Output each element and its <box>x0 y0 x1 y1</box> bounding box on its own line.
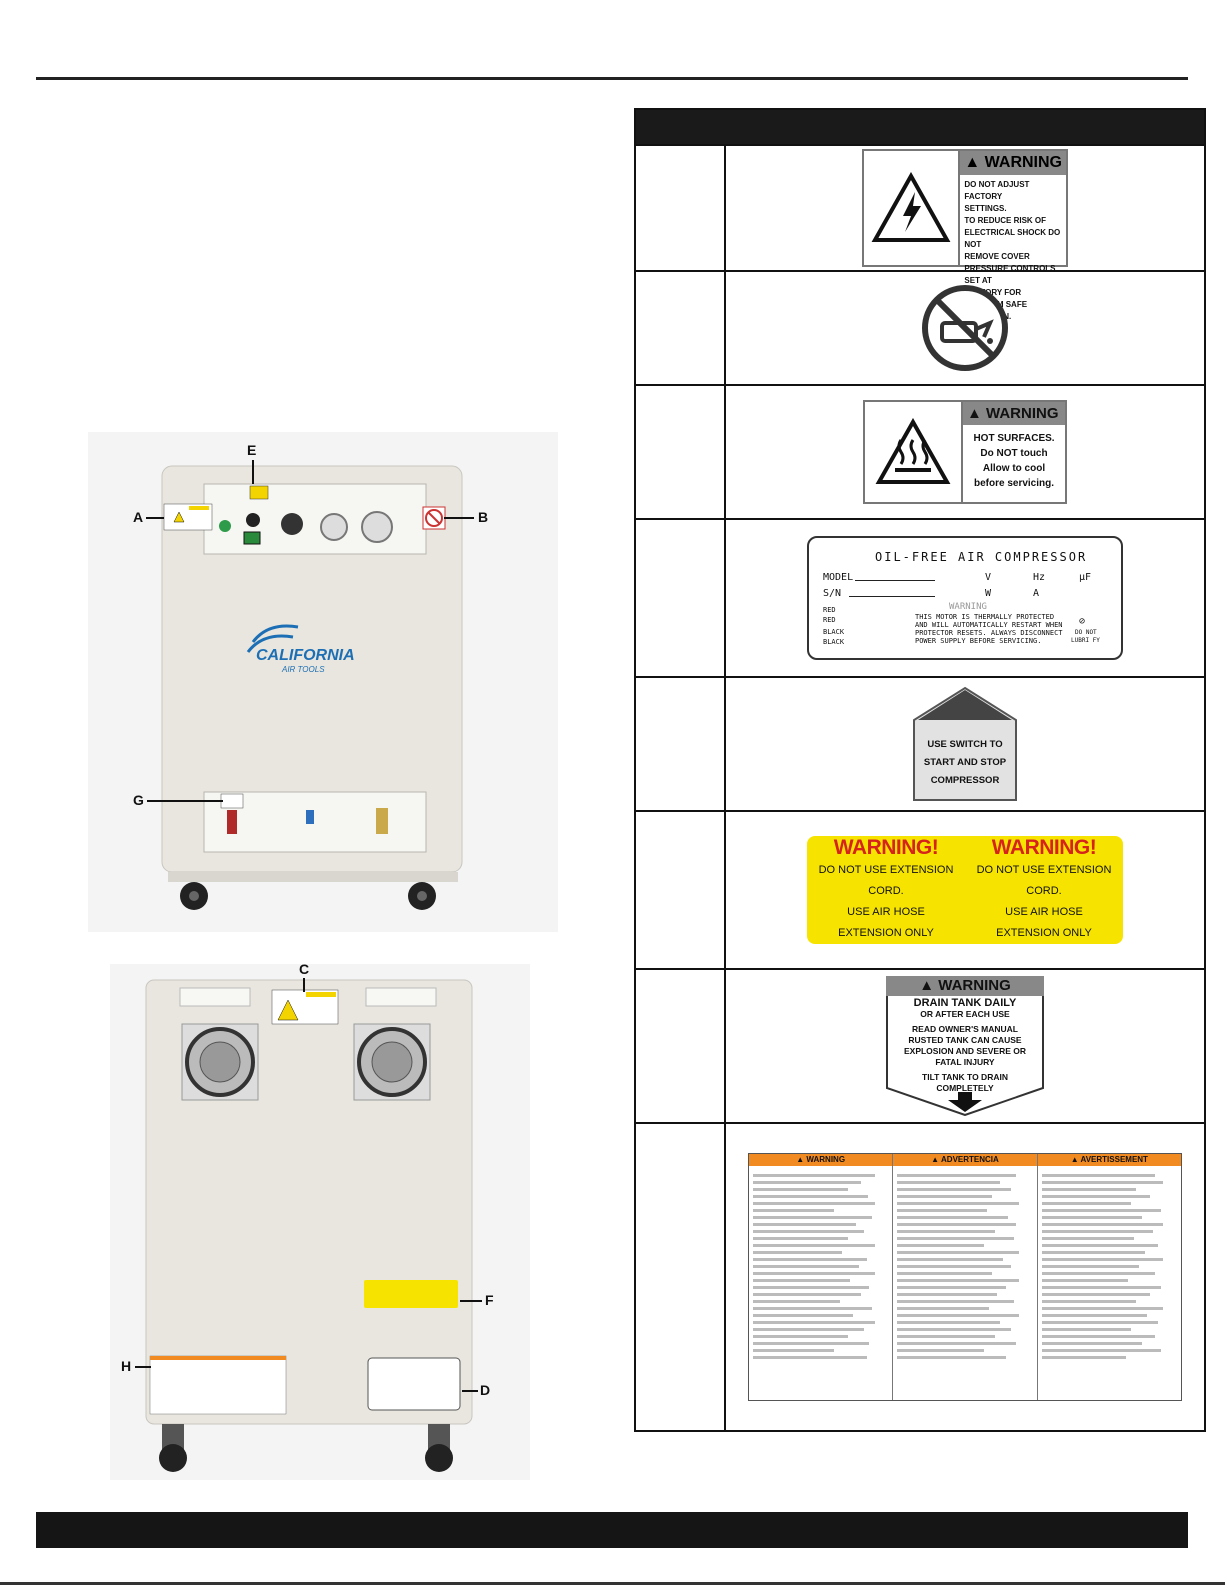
callout-e: E <box>247 442 257 458</box>
multilingual-warning-decal: ▲ WARNING ▲ ADVERTENCIA <box>748 1153 1182 1401</box>
plate-title: OIL-FREE AIR COMPRESSOR <box>875 550 1088 564</box>
decal-header: WARNING <box>984 154 1062 171</box>
leader-a <box>146 517 164 519</box>
decal-row: ▲ WARNING ▲ ADVERTENCIA <box>636 1122 1204 1430</box>
decal-row: ▲ WARNING HOT SURFACES. Do NOT touch All… <box>636 384 1204 518</box>
bottom-rule <box>0 1582 1225 1585</box>
decal-row: ▲ WARNING DRAIN TANK DAILY OR AFTER EACH… <box>636 968 1204 1122</box>
decal-row: OIL-FREE AIR COMPRESSOR MODEL S/N V Hz µ… <box>636 518 1204 676</box>
leader-h <box>135 1366 151 1368</box>
decal-row <box>636 270 1204 384</box>
leader-c <box>303 978 305 992</box>
decal-table-header <box>636 110 1204 144</box>
switch-decal: USE SWITCH TO START AND STOP COMPRESSOR <box>912 686 1018 802</box>
top-rule <box>36 77 1188 80</box>
hot-surface-icon <box>875 418 951 484</box>
compressor-front-photo: CALIFORNIA AIR TOOLS <box>88 432 558 932</box>
leader-f <box>460 1300 482 1302</box>
callout-h: H <box>121 1358 132 1374</box>
callout-b: B <box>478 509 489 525</box>
decal-row: USE SWITCH TO START AND STOP COMPRESSOR <box>636 676 1204 810</box>
decal-header: WARNING <box>986 405 1059 422</box>
electric-shock-icon <box>871 172 951 242</box>
compressor-back-photo <box>110 964 530 1480</box>
footer-bar <box>36 1512 1188 1548</box>
electric-warning-decal: ▲ WARNING DO NOT ADJUST FACTORY SETTINGS… <box>862 149 1068 321</box>
decal-row: WARNING! DO NOT USE EXTENSION CORD. USE … <box>636 810 1204 968</box>
callout-g: G <box>133 792 144 808</box>
logo-line2: AIR TOOLS <box>281 665 325 674</box>
decal-row: ▲ WARNING DO NOT ADJUST FACTORY SETTINGS… <box>636 144 1204 321</box>
logo-line1: CALIFORNIA <box>256 647 355 664</box>
leader-b <box>444 517 474 519</box>
extension-cord-decal: WARNING! DO NOT USE EXTENSION CORD. USE … <box>807 836 1123 944</box>
callout-f: F <box>485 1292 494 1308</box>
decal-table: ▲ WARNING DO NOT ADJUST FACTORY SETTINGS… <box>634 108 1206 1432</box>
callout-c: C <box>299 961 310 977</box>
leader-g <box>147 800 223 802</box>
leader-e <box>252 460 254 484</box>
decal-table-divider <box>724 144 726 1430</box>
callout-d: D <box>480 1382 491 1398</box>
callout-a: A <box>133 509 144 525</box>
drain-tank-decal: ▲ WARNING DRAIN TANK DAILY OR AFTER EACH… <box>886 976 1044 1116</box>
no-oil-icon <box>922 285 1008 371</box>
no-lube-icon: ⊘ <box>1079 616 1086 627</box>
hot-surface-decal: ▲ WARNING HOT SURFACES. Do NOT touch All… <box>863 400 1067 504</box>
leader-d <box>462 1390 478 1392</box>
data-plate-decal: OIL-FREE AIR COMPRESSOR MODEL S/N V Hz µ… <box>807 536 1123 660</box>
